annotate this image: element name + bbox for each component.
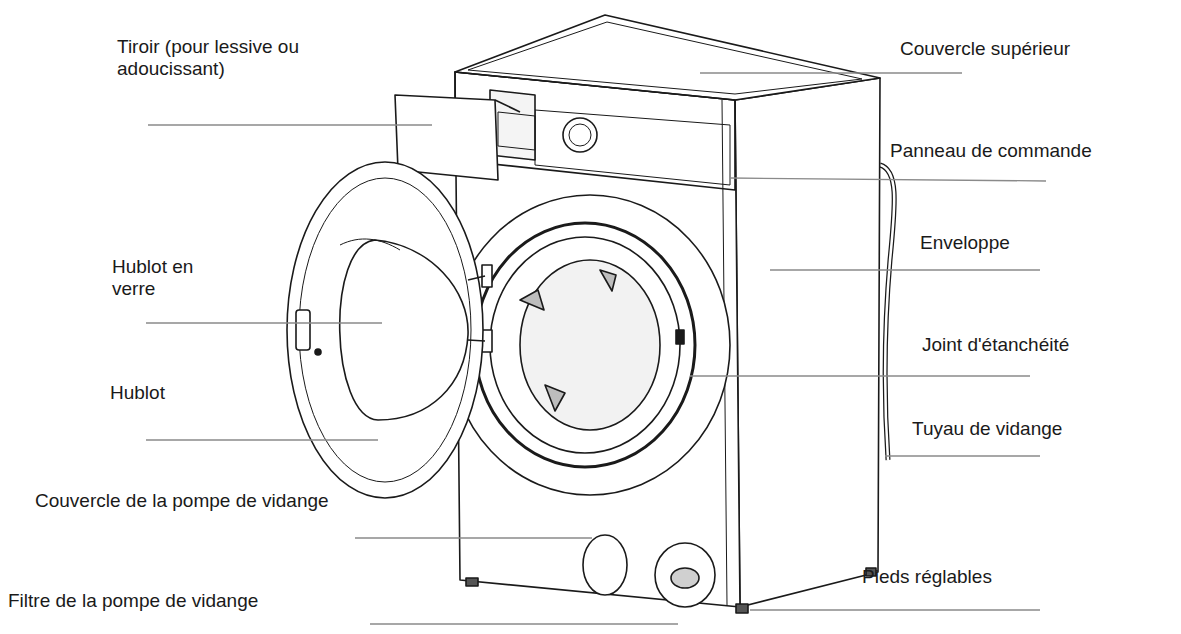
pump-cover: [583, 535, 627, 595]
leader-line: [146, 439, 378, 440]
part-label: Joint d'étanchéité: [922, 334, 1142, 356]
door-hinge-arm: [468, 340, 485, 341]
part-label: Panneau de commande: [890, 140, 1150, 162]
top-cover-edge: [468, 22, 862, 94]
door-frame: [450, 195, 730, 495]
leader-line: [690, 375, 1030, 376]
part-label: Enveloppe: [920, 232, 1120, 254]
door-latch: [315, 349, 321, 355]
door: [287, 162, 483, 498]
leader-line: [700, 72, 962, 73]
part-label: Couvercle de la pompe de vidange: [35, 490, 350, 512]
program-knob-inner: [569, 124, 591, 146]
top-cover: [455, 15, 880, 100]
program-knob: [563, 118, 597, 152]
leader-line: [885, 455, 1040, 456]
leader-line: [730, 178, 1046, 181]
glass-reflection: [340, 239, 400, 250]
drain-hose-inner: [880, 165, 894, 460]
control-panel-face: [535, 110, 730, 185]
leader-line: [146, 322, 382, 323]
door-lock: [676, 330, 684, 344]
side-panel: [735, 78, 880, 607]
drum-paddles: [520, 270, 616, 411]
leader-line: [770, 269, 1040, 270]
drain-hose: [880, 165, 894, 460]
drawer-compartment: [498, 112, 535, 150]
drawer-side: [495, 100, 520, 112]
pump-opening: [655, 543, 715, 607]
leader-line: [355, 537, 592, 538]
adjustable-foot: [466, 578, 478, 586]
part-label: Tuyau de vidange: [912, 418, 1142, 440]
door-hinge-arm: [468, 276, 485, 280]
leader-line: [750, 609, 1040, 610]
adjustable-foot: [736, 604, 748, 613]
part-label: Tiroir (pour lessive ou adoucissant): [117, 36, 332, 80]
part-label: Couvercle supérieur: [900, 38, 1140, 60]
leader-line: [148, 124, 432, 125]
part-label: Hublot: [110, 382, 260, 404]
door-seal-inner: [490, 237, 680, 453]
part-label: Pieds réglables: [862, 566, 1082, 588]
door-handle: [296, 310, 310, 350]
leader-line: [370, 623, 678, 624]
part-label: Hublot en verre: [112, 256, 237, 300]
door-seal: [475, 223, 695, 467]
door-ring: [299, 178, 471, 482]
pump-filter: [671, 568, 699, 588]
door-glass: [340, 240, 468, 420]
part-label: Filtre de la pompe de vidange: [8, 590, 368, 612]
drum: [520, 260, 660, 430]
